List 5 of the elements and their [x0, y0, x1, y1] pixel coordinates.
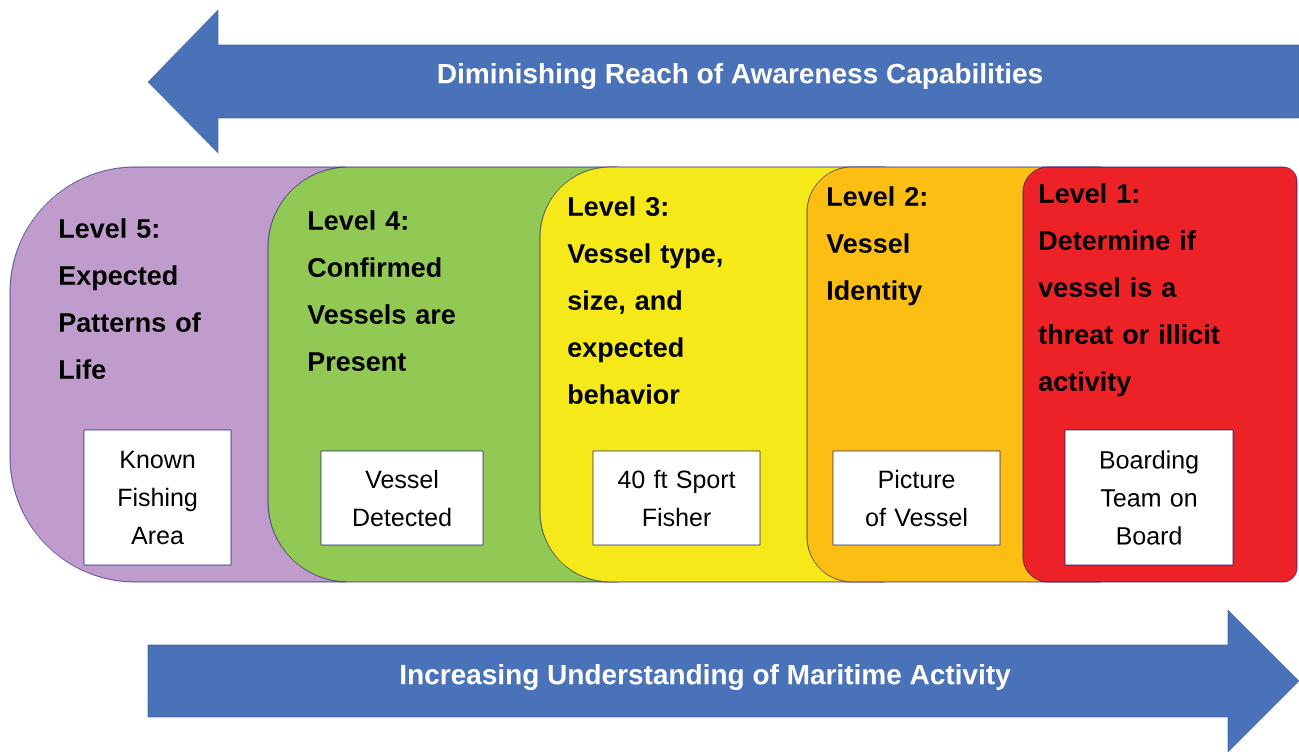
example-box: Vessel Detected: [320, 450, 484, 546]
example-box: Known Fishing Area: [83, 429, 232, 566]
example-box: Picture of Vessel: [832, 450, 1001, 546]
example-box: Boarding Team on Board: [1064, 429, 1234, 566]
example-box: 40 ft Sport Fisher: [592, 450, 761, 546]
